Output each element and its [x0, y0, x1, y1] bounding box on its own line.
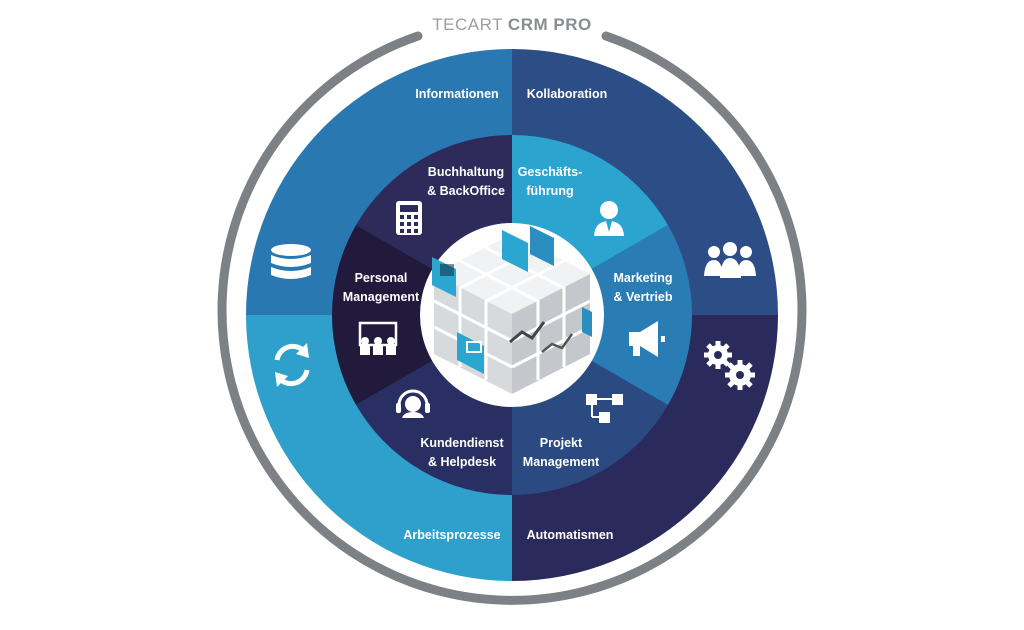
cube-graphic — [432, 226, 592, 394]
label-geschaeftsfuehrung: Geschäfts-führung — [517, 165, 583, 198]
calculator-icon — [396, 201, 422, 235]
outer-ring-left — [217, 31, 807, 605]
gears-icon — [704, 341, 755, 390]
presentation-icon — [358, 321, 398, 355]
title-product: CRM PRO — [507, 15, 592, 34]
flowchart-icon — [586, 394, 623, 423]
label-kollaboration: Kollaboration — [526, 87, 608, 101]
megaphone-icon — [629, 321, 665, 357]
label-kundendienst: Kundendienst& Helpdesk — [420, 436, 504, 469]
label-informationen: Informationen — [415, 87, 499, 101]
database-icon — [271, 244, 311, 279]
team-icon — [704, 242, 756, 278]
label-arbeitsprozesse: Arbeitsprozesse — [403, 528, 501, 542]
diagram-title: TECART CRM PRO — [432, 15, 591, 35]
manager-icon — [594, 201, 624, 236]
label-buchhaltung: Buchhaltung& BackOffice — [427, 165, 505, 198]
headset-icon — [396, 389, 430, 418]
label-automatismen: Automatismen — [526, 528, 614, 542]
title-brand: TECART — [432, 15, 503, 34]
label-marketing: Marketing& Vertrieb — [613, 271, 673, 304]
sync-icon — [274, 343, 310, 387]
